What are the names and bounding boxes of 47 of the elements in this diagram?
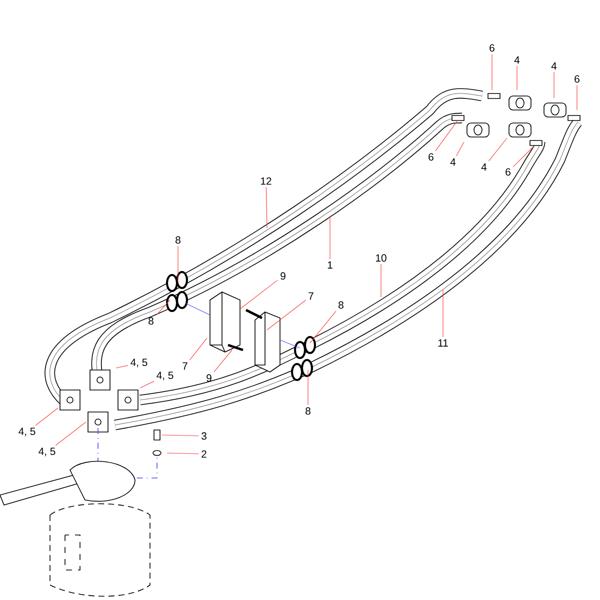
leader-line [189, 338, 208, 360]
callout-number: 8 [148, 317, 154, 325]
callout-number: 4, 5 [130, 358, 148, 368]
leader-line [162, 434, 200, 436]
callout-number: 9 [280, 272, 286, 280]
leader-line [166, 452, 200, 454]
leader-line [266, 186, 268, 228]
callout-number: 7 [182, 362, 188, 370]
leader-line [310, 310, 336, 344]
callout-number: 3 [202, 432, 206, 440]
callout-number: 11 [438, 339, 448, 347]
callout-number: 4, 5 [18, 428, 36, 436]
callout-number: 8 [306, 407, 310, 415]
callout-number: 4, 5 [156, 372, 174, 380]
callout-number: 4 [551, 62, 557, 70]
leader-line [442, 290, 444, 338]
leader-line [513, 146, 534, 168]
callout-number: 2 [202, 450, 206, 458]
leader-line [240, 280, 278, 310]
leader-line [488, 138, 508, 162]
leader-line [435, 120, 458, 152]
callout-number: 1 [328, 261, 332, 269]
callout-number: 6 [506, 168, 510, 176]
leader-line [55, 422, 86, 446]
leader-line [214, 350, 232, 372]
callout-number: 8 [338, 301, 344, 309]
callout-number: 12 [261, 177, 272, 185]
callout-number: 6 [428, 153, 434, 161]
leader-line [516, 66, 518, 90]
leader-line [456, 142, 464, 156]
callout-number: 4 [481, 163, 487, 171]
callout-number: 9 [206, 374, 212, 382]
callout-number: 4 [450, 158, 456, 166]
leader-line [380, 264, 382, 298]
callout-number: 10 [376, 254, 386, 262]
leader-line [266, 300, 306, 330]
callout-number: 7 [308, 292, 314, 300]
leader-line [140, 381, 154, 388]
callout-number: 8 [176, 236, 180, 244]
leader-line [156, 300, 170, 316]
callout-number: 4 [514, 56, 520, 64]
leader-line [576, 84, 578, 110]
leader-line [35, 408, 58, 426]
callout-number: 6 [490, 44, 494, 52]
callout-number: 4, 5 [38, 448, 56, 456]
callout-number: 6 [574, 75, 580, 83]
leader-line [116, 365, 128, 368]
